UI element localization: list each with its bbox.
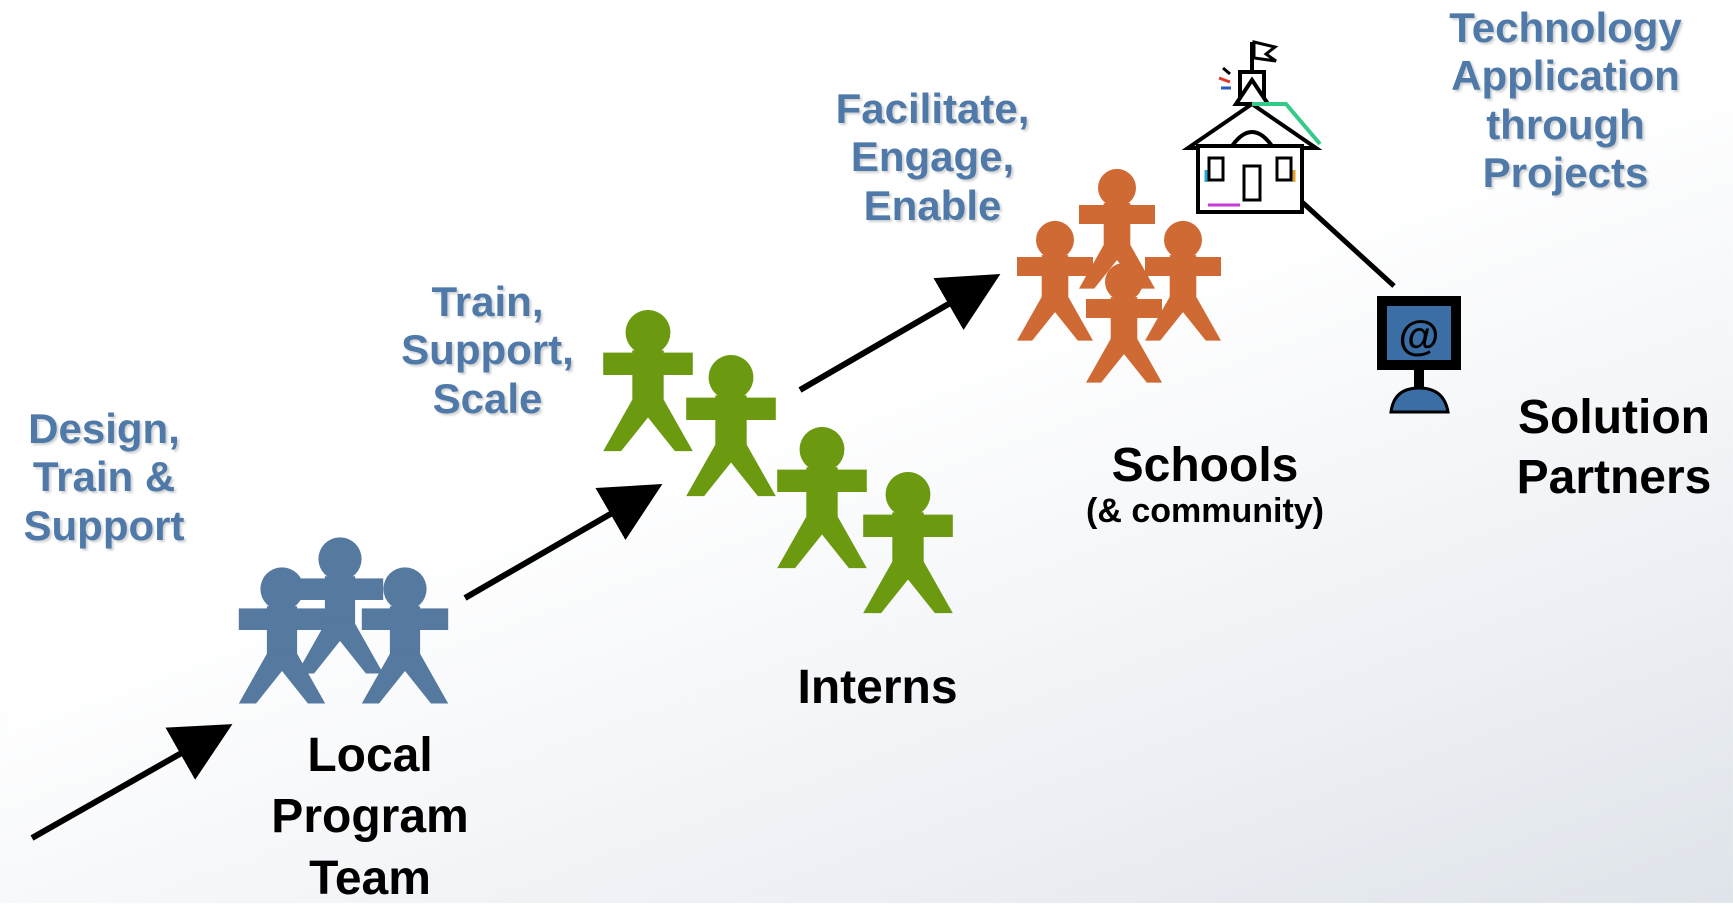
- arrow-team-to-interns: [463, 483, 663, 601]
- team-label-line: Team: [309, 851, 431, 905]
- schools-verb-line: Engage,: [850, 133, 1015, 181]
- intern-person: [603, 310, 693, 452]
- partners-verb-line: Application: [1451, 52, 1680, 100]
- monitor-at-glyph: @: [1399, 312, 1440, 359]
- schools-label-name: Schools: [1111, 439, 1299, 492]
- partners-verbs: Technology Application through Projects: [1418, 4, 1713, 197]
- team-figures: [238, 537, 449, 704]
- partners-label-line: Partners: [1516, 451, 1712, 504]
- schools-verb-line: Facilitate,: [835, 85, 1030, 132]
- partners-label: Solution Partners: [1500, 388, 1728, 508]
- team-verb-line: Train &: [32, 453, 176, 501]
- interns-label-line: Interns: [797, 661, 958, 714]
- schools-label-sub: (& community): [1086, 492, 1324, 531]
- intern-person: [863, 472, 953, 614]
- team-label: Local Program Team: [245, 725, 495, 909]
- schoolhouse-icon: [1181, 40, 1323, 214]
- partners-verb-line: through: [1486, 100, 1645, 148]
- partners-verb-line: Technology: [1449, 4, 1682, 51]
- partners-label-line: Solution: [1518, 391, 1710, 444]
- schools-label: Schools (& community): [1055, 438, 1355, 531]
- intern-figures: [603, 310, 953, 614]
- arrow-interns-to-schools: [798, 273, 1001, 393]
- schools-verb-line: Enable: [863, 181, 1002, 229]
- schools-verbs: Facilitate, Engage, Enable: [800, 85, 1065, 230]
- flow-arrows: [30, 200, 1396, 841]
- team-label-line: Program: [271, 790, 469, 844]
- interns-verbs: Train, Support, Scale: [380, 278, 595, 423]
- team-person: [296, 537, 384, 674]
- arrow-start-to-team: [30, 724, 233, 841]
- team-verbs: Design, Train & Support: [8, 405, 200, 550]
- interns-label: Interns: [770, 660, 985, 715]
- interns-verb-line: Support,: [401, 326, 574, 374]
- connector-school-to-computer: [1300, 200, 1396, 288]
- team-verb-line: Design,: [28, 405, 180, 452]
- school-person: [1017, 220, 1093, 341]
- team-verb-line: Support: [23, 501, 185, 549]
- team-label-line: Local: [307, 729, 433, 782]
- intern-person: [777, 427, 867, 569]
- partners-verb-line: Projects: [1482, 148, 1649, 196]
- intern-person: [686, 355, 776, 497]
- computer-monitor-icon: @: [1377, 296, 1461, 414]
- interns-verb-line: Train,: [431, 278, 544, 325]
- school-person: [1145, 220, 1221, 341]
- interns-verb-line: Scale: [432, 374, 543, 422]
